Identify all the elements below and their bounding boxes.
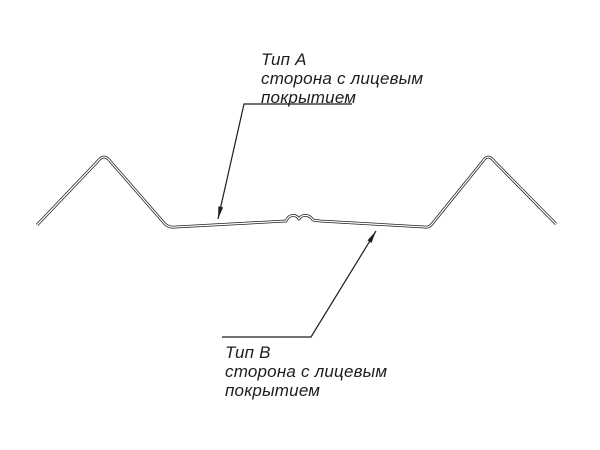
leader-line-b xyxy=(222,230,377,338)
label-a-line2: покрытием xyxy=(261,88,357,107)
label-b-title: Тип В xyxy=(225,343,271,362)
label-a-line1: сторона с лицевым xyxy=(261,69,424,88)
sheet-profile xyxy=(35,155,557,229)
label-b-line2: покрытием xyxy=(225,381,321,400)
leader-line-a xyxy=(217,103,352,220)
sheet-profile-core xyxy=(36,156,557,228)
label-b-line1: сторона с лицевым xyxy=(225,362,388,381)
label-a-title: Тип А xyxy=(261,50,307,69)
label-type-b: Тип В сторона с лицевым покрытием xyxy=(225,343,387,400)
label-type-a: Тип А сторона с лицевым покрытием xyxy=(261,50,423,107)
